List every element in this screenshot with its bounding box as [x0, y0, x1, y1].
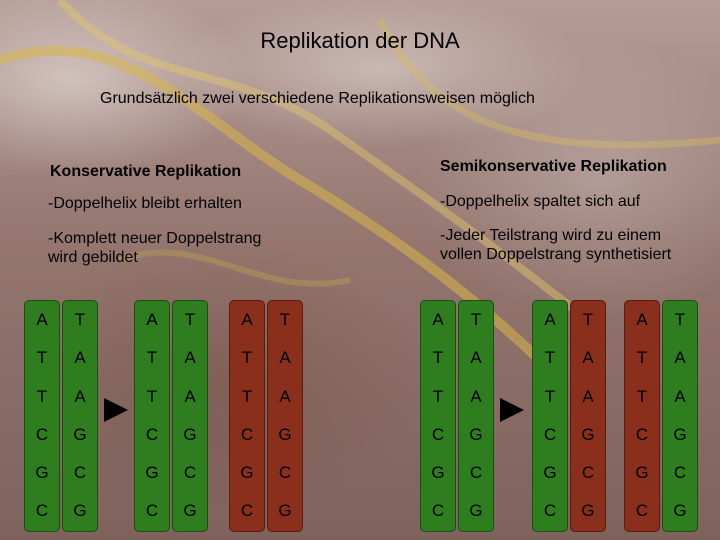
base-C: C — [469, 463, 483, 483]
base-A: A — [636, 310, 648, 329]
base-G: G — [581, 424, 595, 444]
base-C: C — [543, 424, 557, 444]
base-A: A — [582, 348, 594, 368]
base-A: A — [146, 310, 158, 329]
base-A: A — [279, 348, 291, 368]
base-A: A — [36, 310, 48, 329]
base-G: G — [145, 463, 159, 483]
base-A: A — [582, 386, 594, 406]
base-G: G — [73, 501, 87, 521]
base-C: C — [73, 463, 87, 483]
base-A: A — [184, 386, 196, 406]
base-C: C — [183, 463, 197, 483]
base-C: C — [145, 501, 159, 521]
arrow-semiconservative-icon — [500, 398, 524, 422]
semiconservative-point-1: -Doppelhelix spaltet sich auf — [440, 193, 641, 210]
base-A: A — [544, 310, 556, 329]
base-T: T — [674, 310, 686, 329]
base-C: C — [581, 463, 595, 483]
base-T: T — [146, 386, 158, 406]
base-G: G — [183, 424, 197, 444]
base-G: G — [431, 463, 445, 483]
base-G: G — [543, 463, 557, 483]
base-G: G — [673, 424, 687, 444]
base-G: G — [673, 501, 687, 521]
base-A: A — [470, 348, 482, 368]
base-T: T — [470, 310, 482, 329]
base-T: T — [544, 348, 556, 368]
base-T: T — [184, 310, 196, 329]
semiconservative-point-2-line-1: -Jeder Teilstrang wird zu einem — [440, 227, 662, 244]
page-title: Replikation der DNA — [260, 28, 460, 53]
arrow-conservative-icon — [104, 398, 128, 422]
base-T: T — [544, 386, 556, 406]
base-T: T — [432, 348, 444, 368]
base-T: T — [146, 348, 158, 368]
conservative-point-2-line-2: wird gebildet — [48, 249, 138, 266]
base-G: G — [469, 501, 483, 521]
base-T: T — [432, 386, 444, 406]
base-C: C — [635, 501, 649, 521]
base-T: T — [241, 348, 253, 368]
base-T: T — [36, 348, 48, 368]
base-C: C — [240, 501, 254, 521]
base-C: C — [431, 424, 445, 444]
semiconservative-point-2-line-2: vollen Doppelstrang synthetisiert — [440, 246, 672, 263]
base-T: T — [582, 310, 594, 329]
base-A: A — [74, 348, 86, 368]
base-A: A — [279, 386, 291, 406]
base-G: G — [35, 463, 49, 483]
base-C: C — [635, 424, 649, 444]
base-G: G — [469, 424, 483, 444]
base-C: C — [431, 501, 445, 521]
base-T: T — [279, 310, 291, 329]
base-T: T — [636, 386, 648, 406]
base-G: G — [183, 501, 197, 521]
base-A: A — [674, 386, 686, 406]
base-G: G — [278, 501, 292, 521]
conservative-point-1: -Doppelhelix bleibt erhalten — [48, 195, 242, 212]
base-C: C — [543, 501, 557, 521]
conservative-point-2-line-1: -Komplett neuer Doppelstrang — [48, 230, 262, 247]
base-C: C — [278, 463, 292, 483]
base-A: A — [184, 348, 196, 368]
base-G: G — [278, 424, 292, 444]
base-T: T — [636, 348, 648, 368]
base-T: T — [241, 386, 253, 406]
base-C: C — [145, 424, 159, 444]
base-A: A — [470, 386, 482, 406]
base-A: A — [432, 310, 444, 329]
semiconservative-heading: Semikonservative Replikation — [440, 158, 667, 175]
page-subtitle: Grundsätzlich zwei verschiedene Replikat… — [100, 90, 535, 107]
base-A: A — [674, 348, 686, 368]
base-T: T — [74, 310, 86, 329]
conservative-heading: Konservative Replikation — [50, 163, 242, 180]
base-C: C — [240, 424, 254, 444]
base-A: A — [241, 310, 253, 329]
base-C: C — [35, 501, 49, 521]
base-G: G — [73, 424, 87, 444]
base-G: G — [581, 501, 595, 521]
base-T: T — [36, 386, 48, 406]
base-C: C — [35, 424, 49, 444]
base-C: C — [673, 463, 687, 483]
base-G: G — [240, 463, 254, 483]
base-G: G — [635, 463, 649, 483]
base-A: A — [74, 386, 86, 406]
